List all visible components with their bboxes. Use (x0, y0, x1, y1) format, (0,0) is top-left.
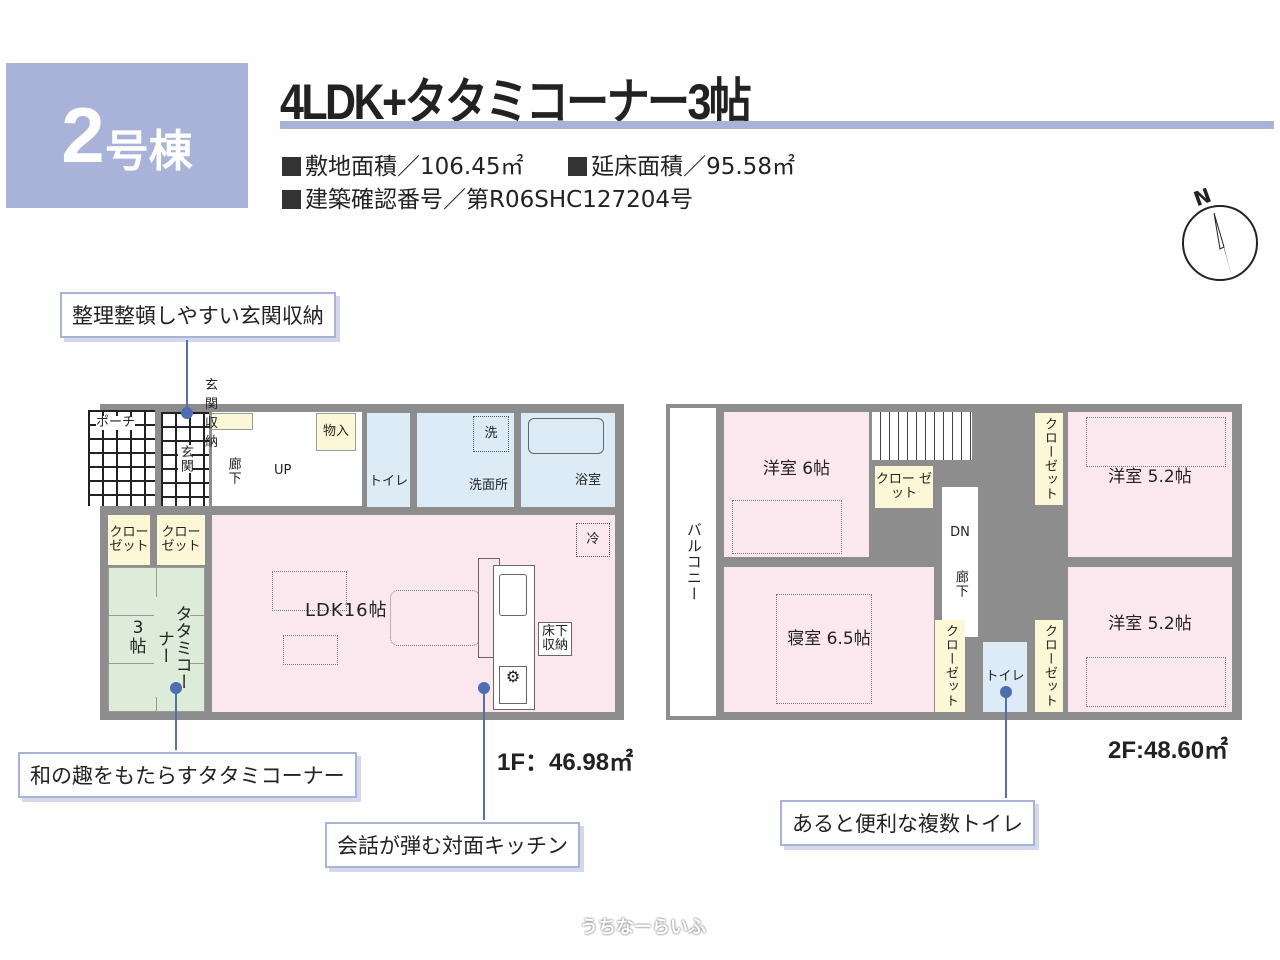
callout-toilet: あると便利な複数トイレ (780, 800, 1035, 846)
fridge: 冷 (576, 523, 610, 557)
callout-line (186, 340, 188, 412)
hallway-2f: DN 廊下 (942, 487, 978, 637)
building-number: 2 (61, 91, 105, 179)
toilet-1f: トイレ (367, 413, 410, 507)
bathroom: 浴室 (521, 413, 615, 507)
washer: 洗 (473, 416, 509, 452)
stairs-up-label: UP (274, 463, 292, 478)
callout-kitchen: 会話が弾む対面キッチン (325, 822, 580, 868)
bathtub-icon (528, 418, 604, 454)
bed-icon (732, 500, 842, 554)
tatami-label: タタミコーナー (154, 597, 192, 697)
bed-icon (776, 594, 872, 704)
callout-line (175, 688, 177, 750)
ldk: LDK16帖 冷 (212, 515, 615, 712)
floor1-area: 1F：46.98㎡ (497, 749, 634, 776)
floor2-area: 2F:48.60㎡ (1108, 737, 1229, 764)
sink-icon (499, 574, 527, 616)
genkan-storage (211, 413, 253, 430)
genkan-storage-label: 玄関収納 (205, 378, 219, 450)
compass-icon: N (1180, 183, 1260, 285)
bed-icon (1086, 417, 1226, 467)
storage: 物入 (316, 413, 356, 451)
area-info: 敷地面積／106.45㎡ 延床面積／95.58㎡ (282, 147, 795, 181)
washroom: 洗面所 (417, 413, 514, 507)
western-room-6: 洋室 6帖 (724, 412, 869, 557)
table-icon (283, 635, 338, 665)
kitchen: ⚙ (493, 565, 535, 710)
underfloor-storage: 床下収納 (538, 622, 572, 656)
callout-dot (478, 682, 490, 694)
closet-2f-d: クローゼット (1035, 620, 1063, 712)
western-room-5-2-bottom: 洋室 5.2帖 (1068, 567, 1232, 712)
bullet-square-icon (282, 157, 301, 176)
tatami-size: 3帖 (129, 618, 147, 657)
bed-icon (1086, 657, 1226, 707)
callout-line (1005, 692, 1007, 798)
title-underline (280, 121, 1274, 129)
callout-dot (170, 682, 182, 694)
building-number-badge: 2 号棟 (6, 63, 248, 208)
stairs (872, 412, 972, 460)
closet-1f-1: クロー ゼット (108, 515, 150, 565)
callout-entrance-storage: 整理整頓しやすい玄関収納 (60, 292, 336, 338)
closet-1f-2: クロー ゼット (157, 515, 205, 565)
balcony: バルコニー (670, 408, 716, 716)
closet-2f-b: クローゼット (1035, 413, 1063, 505)
permit-number: 建築確認番号／第R06SHC127204号 (305, 187, 694, 213)
callout-dot (181, 407, 193, 419)
dining-table-icon (390, 590, 480, 646)
closet-2f-a: クロー ゼット (875, 466, 933, 508)
closet-2f-c: クローゼット (935, 620, 965, 712)
floor-area: 延床面積／95.58㎡ (591, 154, 795, 180)
watermark: うちなーらいふ (580, 917, 706, 938)
callout-line (483, 688, 485, 820)
page-title: 4LDK+タタミコーナー3帖 (280, 74, 752, 130)
porch: ポーチ (88, 410, 155, 506)
genkan: 玄関 (161, 412, 209, 506)
bullet-square-icon (568, 157, 588, 176)
bullet-square-icon (282, 190, 301, 209)
tatami-corner: 3帖 タタミコーナー (108, 567, 205, 712)
permit-info: 建築確認番号／第R06SHC127204号 (282, 180, 693, 214)
callout-dot (1000, 686, 1012, 698)
bedroom: 寝室 6.5帖 (724, 567, 934, 712)
western-room-5-2-top: 洋室 5.2帖 (1068, 412, 1232, 557)
callout-tatami: 和の趣をもたらすタタミコーナー (18, 752, 357, 798)
sofa-icon (272, 571, 347, 611)
stove-icon: ⚙ (499, 666, 527, 704)
stairs-down-label: DN (950, 525, 970, 541)
site-area: 敷地面積／106.45㎡ (305, 154, 524, 180)
building-unit: 号棟 (104, 125, 193, 177)
